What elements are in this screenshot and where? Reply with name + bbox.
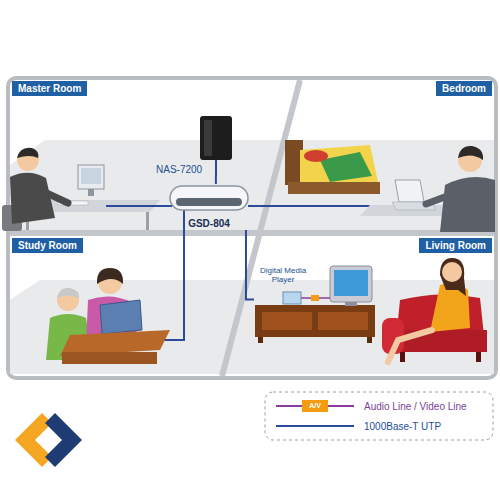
person-hair <box>57 288 79 298</box>
utp-wire <box>150 210 184 340</box>
room-band: Master RoomNAS-7200GSD-804 <box>12 81 262 231</box>
house-frame <box>8 78 496 378</box>
cabinet-leg <box>367 337 372 343</box>
monitor-stand <box>88 189 94 196</box>
computer <box>100 300 142 334</box>
sofa-leg <box>476 352 481 362</box>
person-body <box>440 177 495 232</box>
person-hair <box>440 258 466 296</box>
device-label: GSD-804 <box>188 218 230 230</box>
monitor <box>78 165 104 189</box>
line-tag-label: A/V <box>302 401 328 411</box>
switch-device <box>170 186 248 210</box>
logo-mark <box>45 413 82 467</box>
device-label: Digital Media Player <box>254 266 312 284</box>
nas-device <box>200 116 232 160</box>
desk-front <box>62 352 157 364</box>
sofa-seat <box>395 330 487 352</box>
tv-stand <box>345 302 357 306</box>
room-band: Living RoomDigital Media Player <box>240 238 492 374</box>
legend: Audio Line / Video Line 1000Base-T UTP <box>272 396 490 436</box>
cabinet-drawer <box>262 312 312 330</box>
person-arm <box>40 190 68 203</box>
utp-line-sample <box>272 416 358 436</box>
monitor-screen <box>81 168 101 184</box>
room-heading: Living Room <box>419 238 492 253</box>
wall <box>10 230 494 236</box>
laptop-screen <box>395 180 424 202</box>
room-heading: Study Room <box>12 238 83 253</box>
switch-node: GSD-804 <box>166 184 252 230</box>
person-arm <box>426 195 450 204</box>
bed-base <box>288 182 380 194</box>
person-hair <box>17 148 38 158</box>
room-heading: Bedroom <box>436 81 492 96</box>
tv <box>330 266 372 302</box>
legend-text: 1000Base-T UTP <box>364 421 441 432</box>
device-node: Digital Media Player <box>254 266 312 308</box>
utp-connector <box>246 230 254 300</box>
person-leg <box>388 330 432 362</box>
device-node: NAS-7200 <box>150 114 236 176</box>
room-band: Study Room <box>12 238 222 374</box>
device-label: NAS-7200 <box>150 164 202 176</box>
legend-row: 1000Base-T UTP <box>272 416 490 436</box>
nas-highlight <box>204 120 212 156</box>
cabinet-drawer <box>318 312 368 330</box>
tv-cabinet <box>255 305 375 337</box>
floor <box>10 280 247 374</box>
cabinet-leg <box>258 337 263 343</box>
desk-leg <box>146 212 149 230</box>
legend-row: Audio Line / Video Line <box>272 396 490 416</box>
legend-frame <box>265 392 493 440</box>
av-tag <box>302 400 328 412</box>
av-tag <box>311 295 319 301</box>
bed-pillow <box>304 150 328 162</box>
sofa-leg <box>400 352 405 362</box>
utp-connector <box>215 176 217 184</box>
person-body <box>10 173 55 224</box>
tv-screen <box>334 270 368 296</box>
floor <box>10 140 284 231</box>
switch-front <box>176 198 242 206</box>
legend-text: Audio Line / Video Line <box>364 401 467 412</box>
utp-wire <box>106 205 172 207</box>
room-heading: Master Room <box>12 81 87 96</box>
legend-line <box>276 425 354 427</box>
utp-wire <box>215 160 217 176</box>
person-hair <box>458 146 483 160</box>
floor <box>260 140 494 231</box>
person-hair <box>97 268 123 284</box>
room-band: Bedroom <box>300 81 492 231</box>
person-head <box>442 262 462 282</box>
logo-mark <box>15 413 52 467</box>
media-player <box>283 292 301 304</box>
